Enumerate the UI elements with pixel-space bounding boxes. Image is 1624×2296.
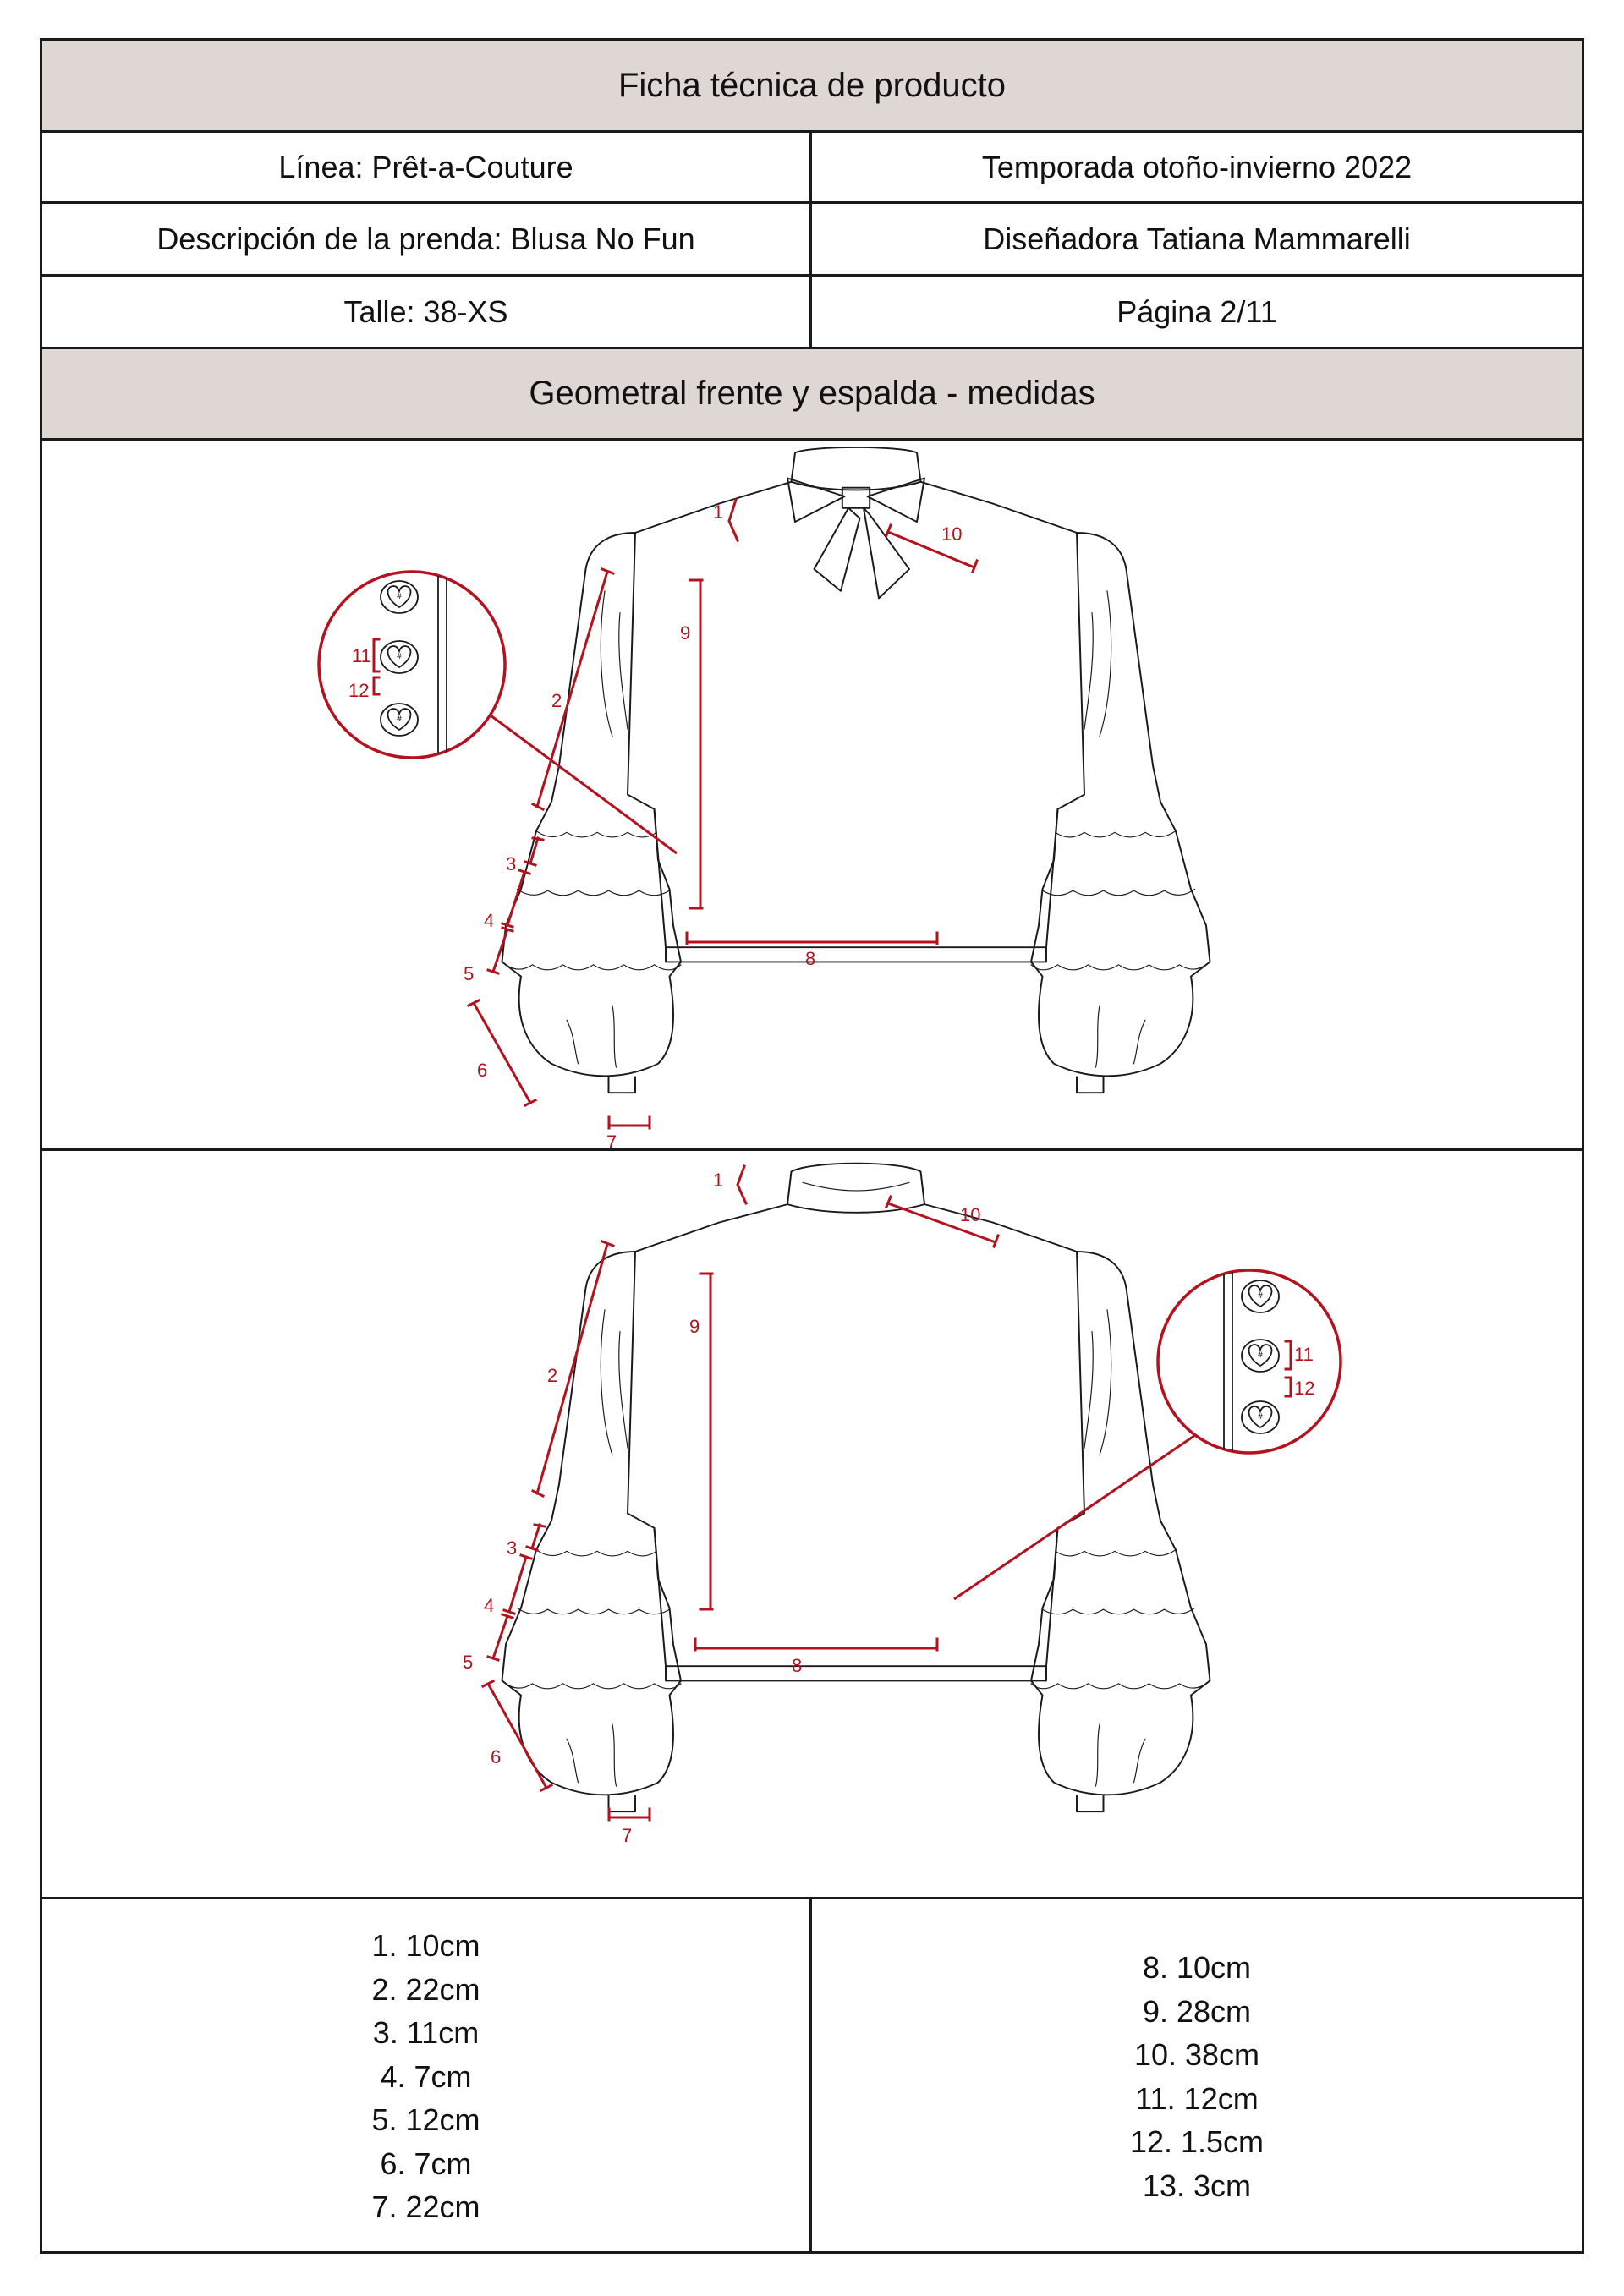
info-row-1: Línea: Prêt-a-Couture Temporada otoño-in… — [42, 133, 1582, 204]
back-garment-drawing: 1 2 3 4 5 6 7 8 9 10 — [463, 1162, 1342, 1846]
info-row-3: Talle: 38-XS Página 2/11 — [42, 277, 1582, 349]
back-dim-10: 10 — [960, 1204, 980, 1225]
measurement-item: 12. 1.5cm — [1129, 2124, 1265, 2159]
back-view-panel: 1 2 3 4 5 6 7 8 9 10 — [42, 1151, 1582, 1899]
tech-sheet: Ficha técnica de producto Línea: Prêt-a-… — [40, 38, 1584, 2254]
front-dim-4: 4 — [484, 910, 494, 931]
section-band: Geometral frente y espalda - medidas — [42, 349, 1582, 441]
front-dim-7: 7 — [606, 1132, 617, 1148]
front-button-detail: 11 12 — [317, 570, 678, 855]
back-button-detail: 11 12 — [953, 1269, 1342, 1601]
line-text: Línea: Prêt-a-Couture — [278, 149, 573, 184]
front-dim-11: 11 — [352, 645, 371, 666]
line-cell: Línea: Prêt-a-Couture — [42, 133, 812, 201]
back-dim-6: 6 — [491, 1746, 501, 1767]
back-blouse — [501, 1162, 1211, 1813]
measurement-item: 9. 28cm — [1142, 1993, 1252, 2029]
back-dim-12: 12 — [1294, 1378, 1314, 1399]
measurement-item: 6. 7cm — [380, 2145, 472, 2181]
heart-button-icon — [1241, 1339, 1280, 1373]
back-dim-1: 1 — [713, 1170, 723, 1191]
info-row-2: Descripción de la prenda: Blusa No Fun D… — [42, 204, 1582, 277]
section-title: Geometral frente y espalda - medidas — [529, 375, 1095, 412]
heart-button-icon — [1241, 1400, 1280, 1434]
back-dim-5: 5 — [463, 1652, 473, 1673]
front-dim-10: 10 — [941, 523, 962, 545]
designer-text: Diseñadora Tatiana Mammarelli — [983, 221, 1411, 256]
back-dim-4: 4 — [484, 1595, 494, 1616]
front-dimensions: 1 2 3 4 5 6 7 8 9 10 — [464, 498, 979, 1148]
measurement-item: 3. 11cm — [372, 2015, 480, 2051]
description-cell: Descripción de la prenda: Blusa No Fun — [42, 204, 812, 274]
front-dim-8: 8 — [805, 948, 815, 969]
page-text: Página 2/11 — [1116, 293, 1277, 329]
description-text: Descripción de la prenda: Blusa No Fun — [156, 221, 695, 256]
measurement-item: 7. 22cm — [371, 2189, 480, 2225]
front-dim-2: 2 — [551, 690, 562, 711]
page-cell: Página 2/11 — [812, 277, 1582, 347]
front-dim-3: 3 — [506, 853, 516, 874]
front-view-panel: # — [42, 441, 1582, 1151]
measurement-item: 5. 12cm — [371, 2102, 480, 2138]
back-dim-9: 9 — [689, 1316, 700, 1337]
measurement-item: 8. 10cm — [1142, 1950, 1252, 1985]
back-dimensions: 1 2 3 4 5 6 7 8 9 10 — [463, 1164, 1000, 1846]
measurement-item: 11. 12cm — [1135, 2080, 1259, 2116]
back-dim-8: 8 — [792, 1655, 802, 1676]
measurement-item: 10. 38cm — [1133, 2037, 1260, 2072]
front-dim-6: 6 — [477, 1060, 487, 1081]
heart-button-icon — [1241, 1280, 1280, 1313]
designer-cell: Diseñadora Tatiana Mammarelli — [812, 204, 1582, 274]
front-dim-12: 12 — [348, 680, 369, 701]
front-dim-1: 1 — [713, 501, 723, 523]
measurement-item: 1. 10cm — [371, 1928, 480, 1964]
season-text: Temporada otoño-invierno 2022 — [981, 149, 1413, 184]
measurements-right: 8. 10cm 9. 28cm 10. 38cm 11. 12cm 12. 1.… — [812, 1899, 1582, 2254]
back-dim-2: 2 — [547, 1365, 557, 1386]
sheet-title: Ficha técnica de producto — [617, 66, 1007, 104]
season-cell: Temporada otoño-invierno 2022 — [812, 133, 1582, 201]
measurement-item: 4. 7cm — [380, 2058, 472, 2094]
front-dim-9: 9 — [680, 622, 690, 644]
back-dim-11: 11 — [1294, 1344, 1314, 1365]
front-blouse — [501, 447, 1211, 1094]
size-cell: Talle: 38-XS — [42, 277, 812, 347]
front-garment-drawing: # — [317, 447, 1211, 1148]
heart-button-icon — [380, 580, 419, 614]
heart-button-icon — [380, 640, 419, 674]
back-dim-7: 7 — [622, 1825, 632, 1846]
measurement-item: 13. 3cm — [1142, 2167, 1252, 2203]
back-dim-3: 3 — [507, 1537, 517, 1559]
measurements-left: 1. 10cm 2. 22cm 3. 11cm 4. 7cm 5. 12cm 6… — [42, 1899, 812, 2254]
title-band: Ficha técnica de producto — [42, 41, 1582, 133]
front-dim-5: 5 — [464, 963, 474, 984]
size-text: Talle: 38-XS — [343, 293, 508, 329]
heart-button-icon — [380, 703, 419, 737]
measurement-item: 2. 22cm — [371, 1971, 480, 2007]
